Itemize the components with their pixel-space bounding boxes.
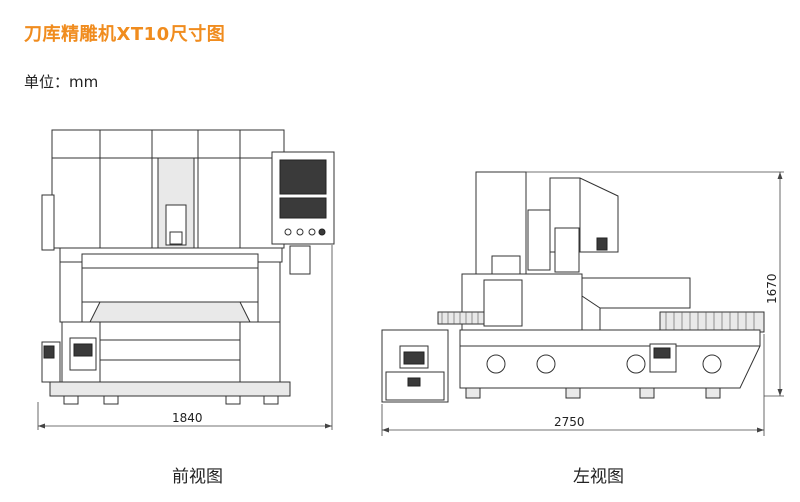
side-height-dim: 1670: [765, 273, 779, 304]
front-work-frame: [81, 253, 259, 303]
side-bellows-right: [659, 311, 765, 333]
side-base-hole-2: [536, 354, 556, 374]
side-base-hole-1: [486, 354, 506, 374]
side-base: [459, 329, 761, 389]
front-view-caption: 前视图: [172, 467, 223, 487]
front-control-screen: [279, 159, 327, 195]
side-view-caption: 左视图: [573, 467, 624, 487]
front-view-drawing: 1840: [37, 129, 335, 430]
side-base-hole-4: [702, 354, 722, 374]
side-base-hole-3: [626, 354, 646, 374]
front-worktable: [89, 301, 251, 323]
side-bellows-left: [437, 311, 485, 325]
side-view-drawing: 2750 1670: [381, 171, 784, 436]
page-title: 刀库精雕机XT10尺寸图: [24, 24, 226, 45]
side-width-dim: 2750: [554, 415, 585, 429]
front-foot-bar: [49, 381, 291, 397]
front-side-panel-left: [41, 194, 55, 251]
unit-label: 单位：mm: [24, 73, 99, 91]
front-control-keypad: [279, 197, 327, 219]
front-width-dim: 1840: [172, 411, 203, 425]
